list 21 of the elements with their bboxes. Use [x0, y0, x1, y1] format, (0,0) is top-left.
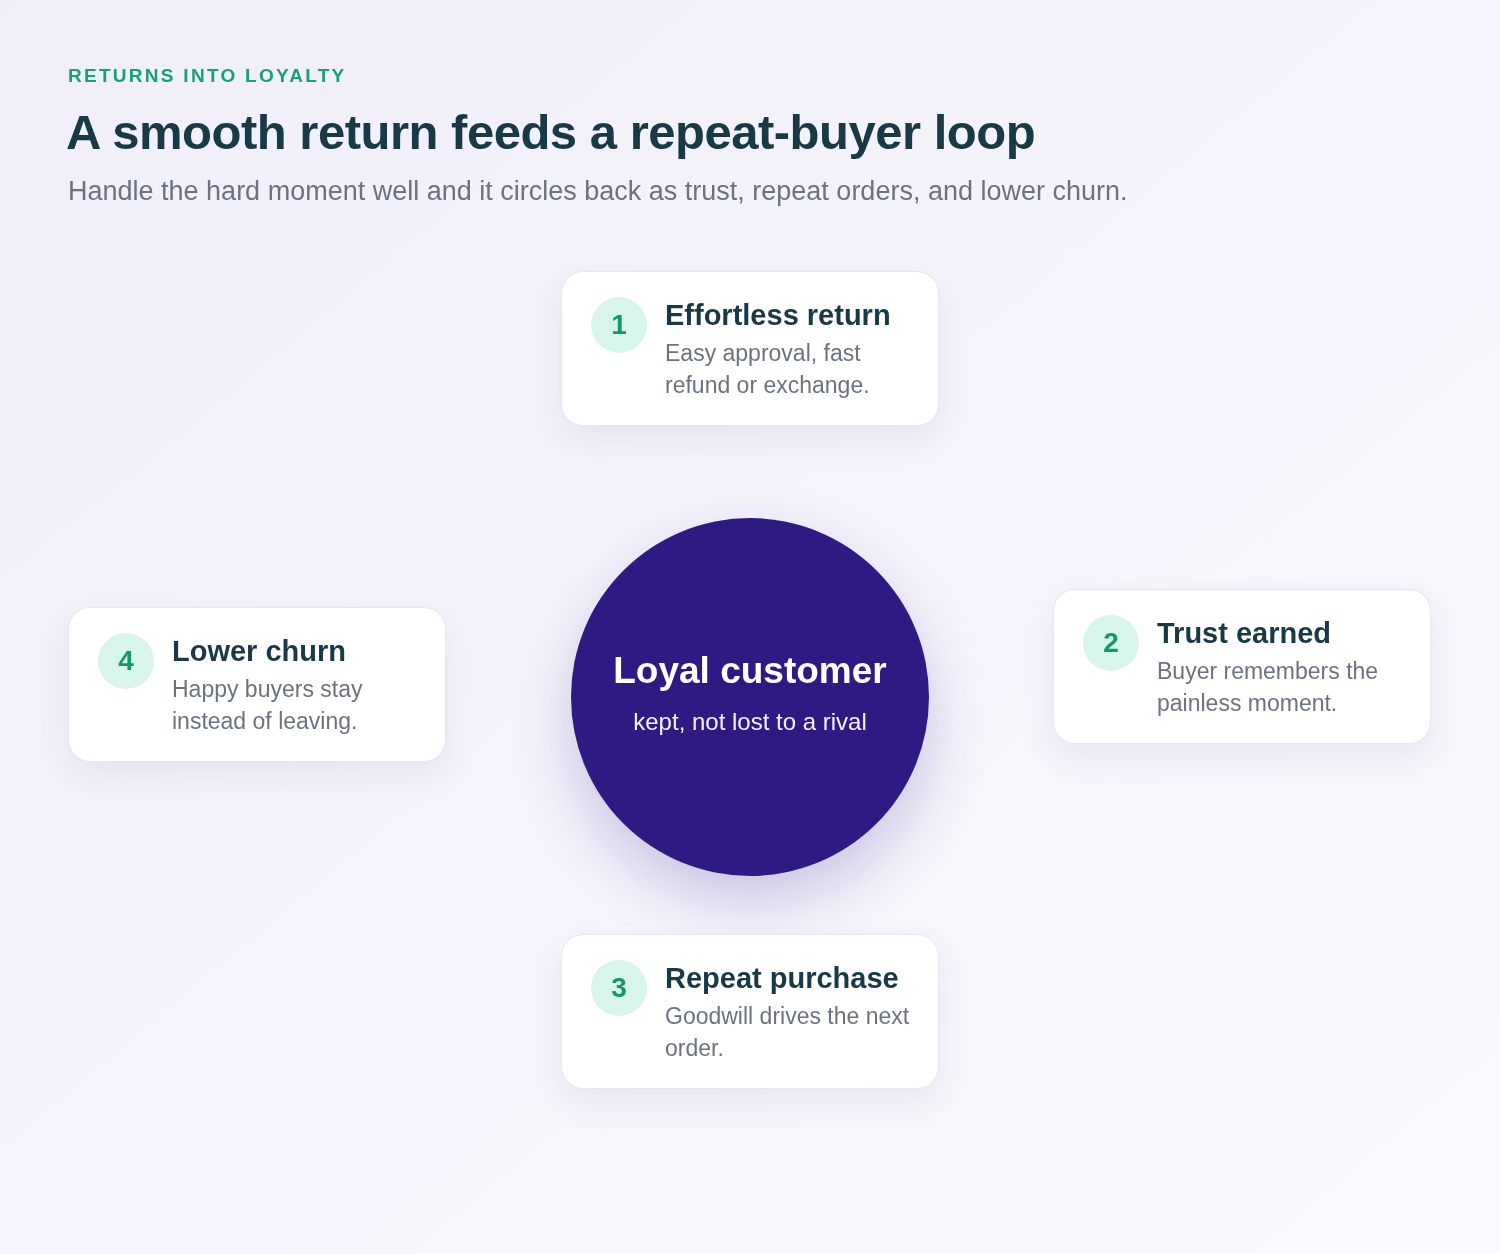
circle-subtitle: kept, not lost to a rival	[633, 707, 867, 737]
step-number: 4	[98, 633, 154, 689]
step-title: Lower churn	[172, 634, 347, 669]
step-card	[561, 934, 939, 1089]
step-title: Trust earned	[1157, 616, 1333, 651]
step-card	[1053, 589, 1431, 744]
step-title: Repeat purchase	[665, 961, 900, 996]
step-description: Buyer remembers the painless moment.	[1157, 657, 1380, 718]
step-number: 1	[591, 297, 647, 353]
eyebrow-text: RETURNS INTO LOYALTY	[68, 64, 347, 88]
step-card	[561, 271, 939, 426]
step-description: Easy approval, fast refund or exchange.	[665, 339, 871, 400]
step-number: 3	[591, 960, 647, 1016]
step-description: Happy buyers stay instead of leaving.	[172, 675, 364, 736]
step-number: 2	[1083, 615, 1139, 671]
step-description: Goodwill drives the next order.	[665, 1002, 911, 1063]
title: A smooth return feeds a repeat-buyer loop	[66, 104, 1036, 161]
subtitle: Handle the hard moment well and it circles back as trust, repeat orders, and lower churn.	[68, 175, 1128, 208]
circle-title: Loyal customer	[613, 649, 887, 693]
step-title: Effortless return	[665, 298, 892, 333]
step-card	[68, 607, 446, 762]
